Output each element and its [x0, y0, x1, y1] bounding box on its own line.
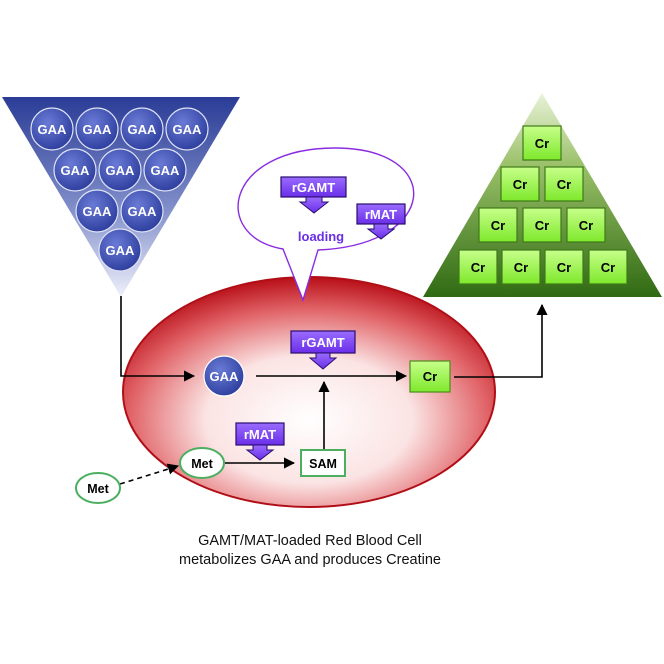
gaa-ball-label: GAA: [61, 163, 91, 178]
gaa-ball: GAA: [98, 148, 142, 192]
creatine-box: Cr: [544, 166, 584, 202]
cell-rgamt-label: rGAMT: [301, 335, 344, 350]
gaa-ball-label: GAA: [106, 243, 136, 258]
gaa-ball: GAA: [53, 148, 97, 192]
rmat-loading-enzyme: rMAT: [356, 203, 406, 240]
cell-rmat-label: rMAT: [244, 427, 276, 442]
gaa-pool: GAA GAA GAA GAA GAA GAA GAA GAA GAA GAA: [2, 97, 240, 297]
creatine-box: Cr: [501, 249, 541, 285]
creatine-box-label: Cr: [557, 260, 571, 275]
rmat-loading-label: rMAT: [365, 207, 397, 222]
creatine-box-label: Cr: [579, 218, 593, 233]
gaa-ball: GAA: [120, 107, 164, 151]
gaa-ball-label: GAA: [128, 204, 158, 219]
cell-rgamt-enzyme: rGAMT: [290, 330, 356, 370]
gaa-ball-group: GAA GAA GAA GAA GAA GAA GAA GAA GAA GAA: [30, 107, 209, 272]
loading-bubble: rGAMT rMAT loading: [237, 147, 415, 303]
creatine-box: Cr: [566, 207, 606, 243]
gaa-ball-label: GAA: [83, 204, 113, 219]
met-uptake-arrow: [119, 463, 180, 485]
creatine-box-label: Cr: [557, 177, 571, 192]
creatine-box: Cr: [522, 125, 562, 161]
rgamt-loading-enzyme: rGAMT: [280, 176, 347, 214]
creatine-box: Cr: [478, 207, 518, 243]
creatine-pool-triangle: [423, 93, 662, 297]
creatine-box: Cr: [588, 249, 628, 285]
gaa-ball: GAA: [75, 189, 119, 233]
creatine-box: Cr: [522, 207, 562, 243]
creatine-box-label: Cr: [601, 260, 615, 275]
external-met-node: Met: [75, 472, 121, 504]
gaa-ball: GAA: [143, 148, 187, 192]
caption-line-2: metabolizes GAA and produces Creatine: [179, 552, 441, 568]
creatine-box-label: Cr: [491, 218, 505, 233]
external-met-label: Met: [87, 482, 109, 496]
gaa-ball: GAA: [165, 107, 209, 151]
creatine-box: Cr: [500, 166, 540, 202]
caption-line-1: GAMT/MAT-loaded Red Blood Cell: [198, 533, 422, 549]
sam-node: SAM: [300, 449, 346, 477]
cell-rmat-enzyme: rMAT: [235, 422, 285, 461]
cell-met-node: Met: [179, 447, 225, 479]
loading-label: loading: [298, 229, 344, 244]
creatine-outflow-arrow: [454, 303, 548, 378]
creatine-box-label: Cr: [513, 177, 527, 192]
creatine-box-label: Cr: [535, 136, 549, 151]
cell-cr-label: Cr: [423, 369, 437, 384]
gaa-ball: GAA: [120, 189, 164, 233]
cell-met-label: Met: [191, 457, 213, 471]
cell-cr-node: Cr: [409, 360, 451, 393]
gaa-ball: GAA: [75, 107, 119, 151]
gaa-ball-label: GAA: [151, 163, 181, 178]
creatine-box-label: Cr: [471, 260, 485, 275]
gaa-ball-label: GAA: [38, 122, 68, 137]
cell-gaa-node: GAA: [203, 355, 245, 397]
gaa-ball: GAA: [98, 228, 142, 272]
gaa-ball-label: GAA: [128, 122, 158, 137]
cell-gaa-label: GAA: [210, 369, 240, 384]
gaa-ball: GAA: [30, 107, 74, 151]
creatine-box-label: Cr: [535, 218, 549, 233]
sam-label: SAM: [309, 457, 337, 471]
gaa-ball-label: GAA: [83, 122, 113, 137]
gaa-ball-label: GAA: [173, 122, 203, 137]
creatine-box-label: Cr: [514, 260, 528, 275]
creatine-box: Cr: [544, 249, 584, 285]
gaa-ball-label: GAA: [106, 163, 136, 178]
gaa-inflow-arrow: [120, 296, 196, 382]
rgamt-loading-label: rGAMT: [292, 180, 335, 195]
creatine-box: Cr: [458, 249, 498, 285]
